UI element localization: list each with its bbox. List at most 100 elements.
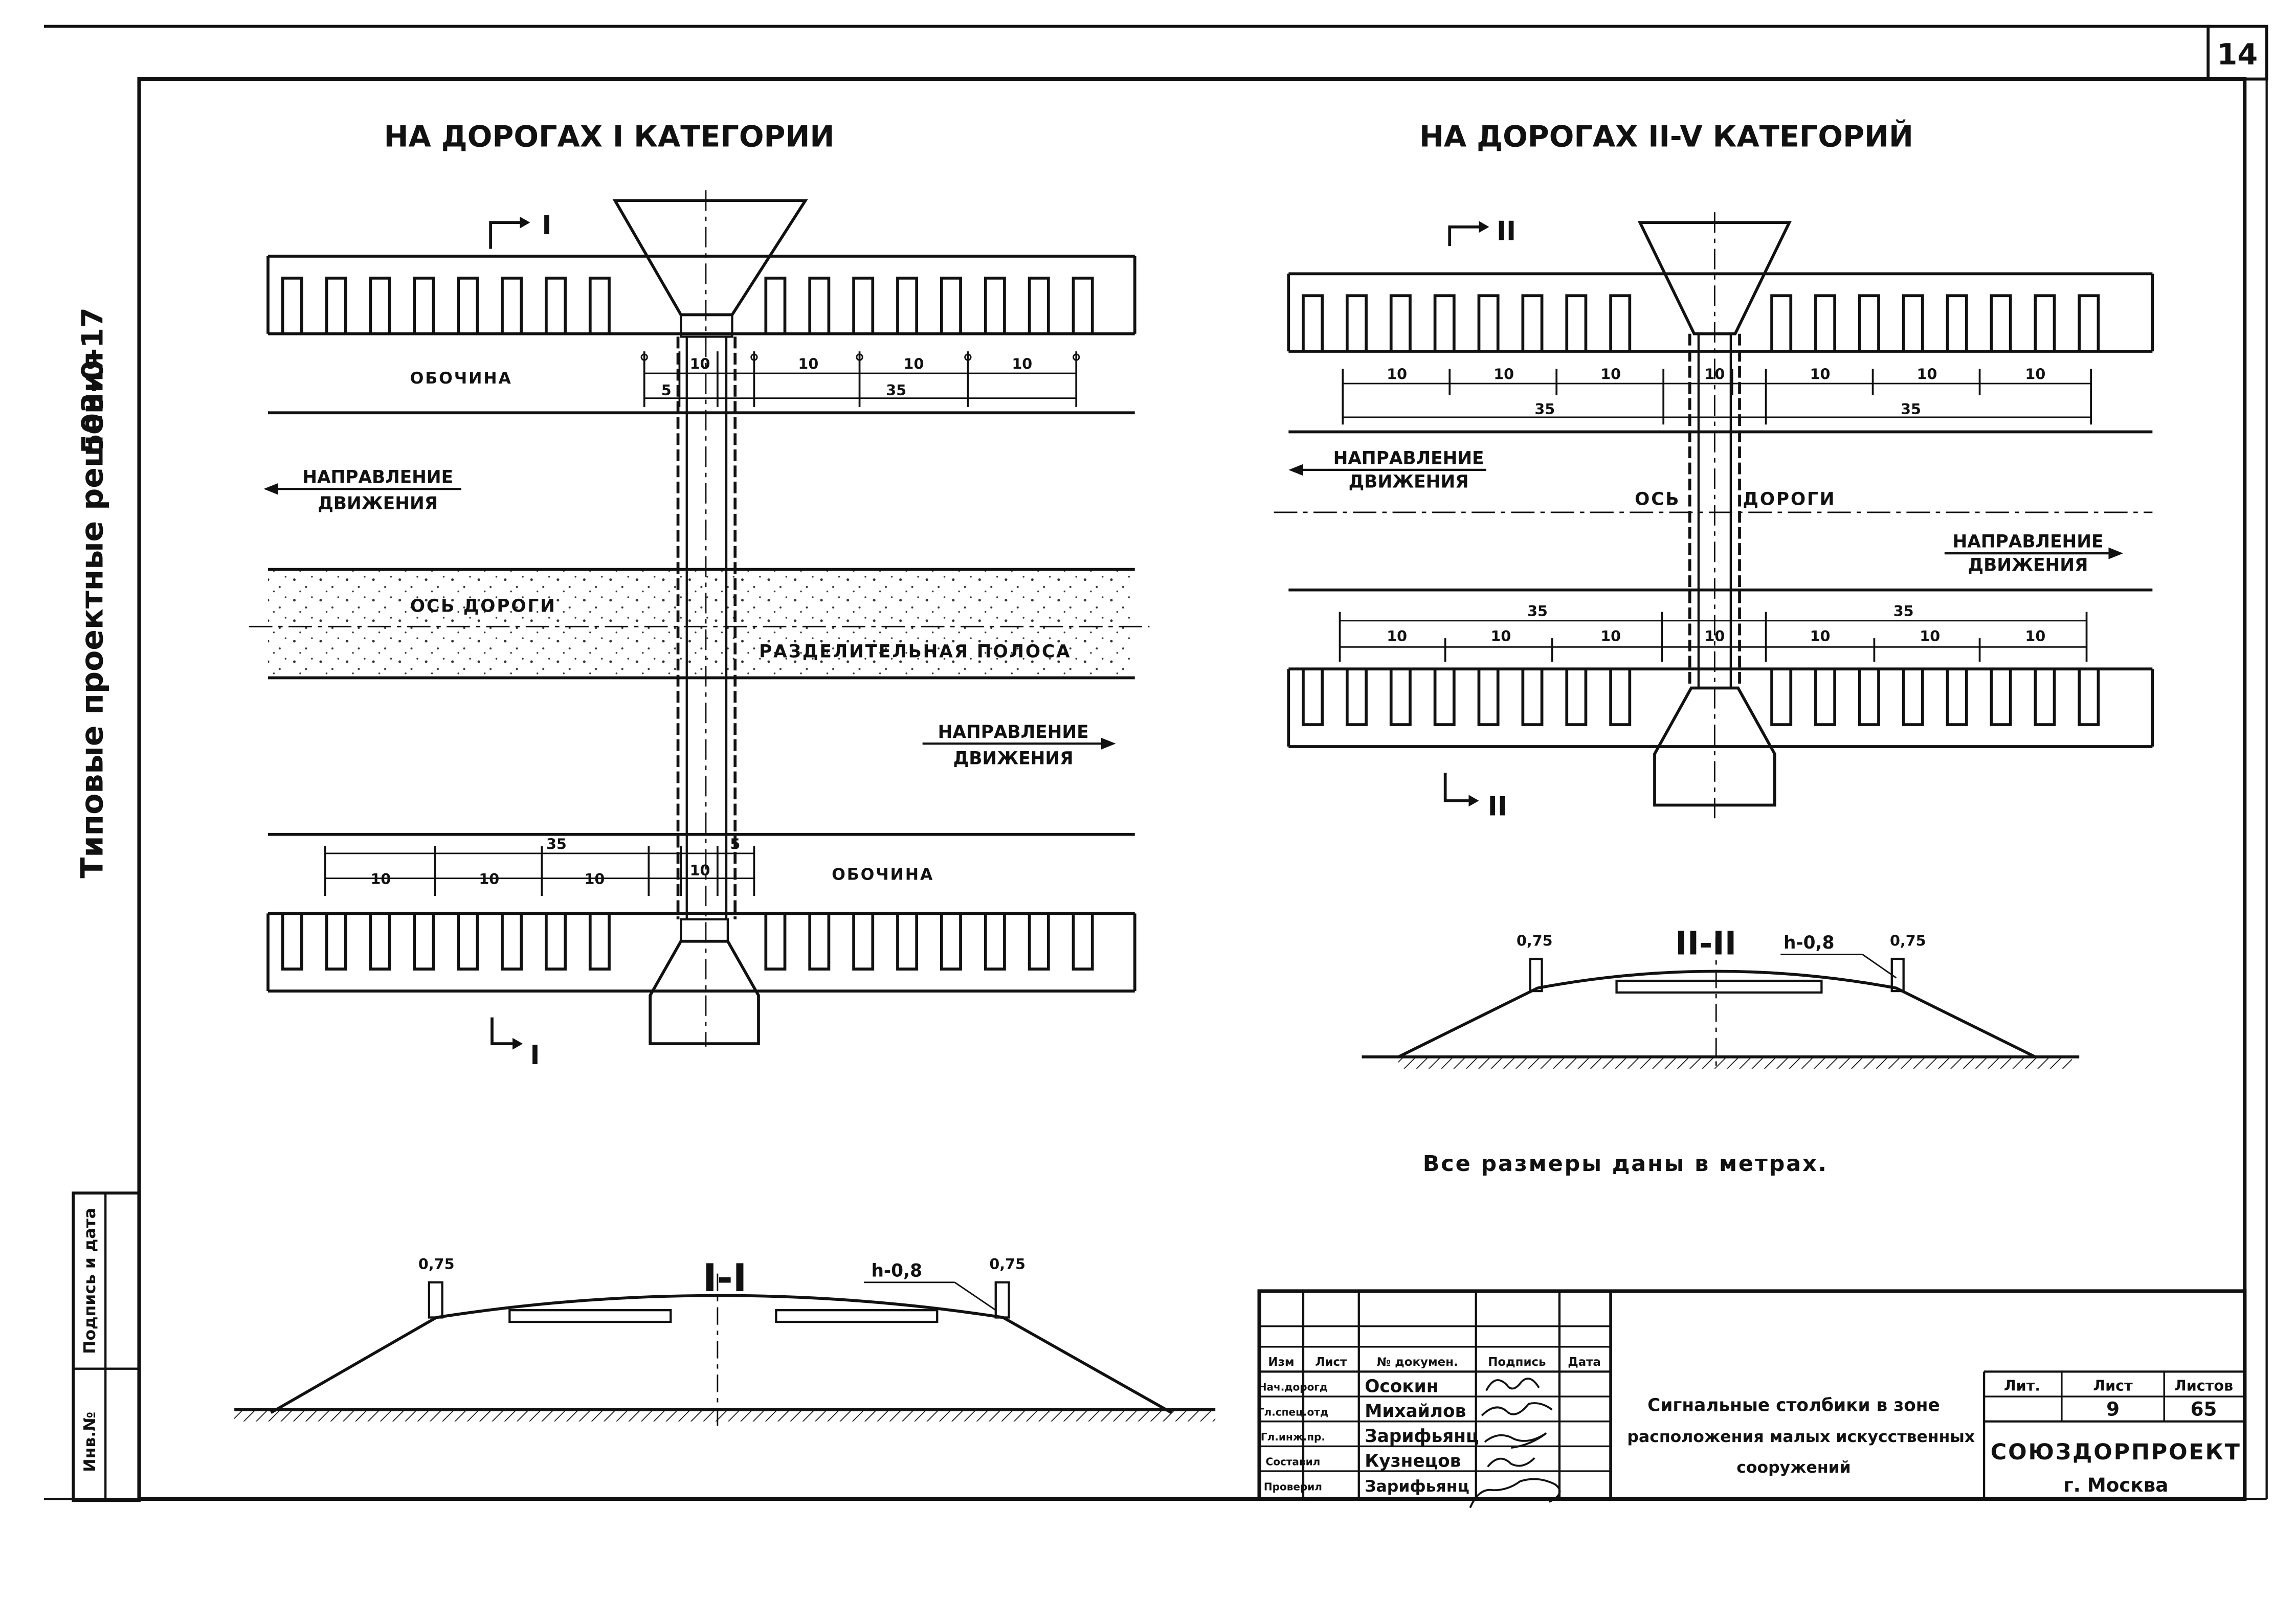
svg-text:НАПРАВЛЕНИЕ: НАПРАВЛЕНИЕ: [1333, 448, 1484, 468]
cross-section-2-title: II-II: [1675, 925, 1736, 962]
svg-text:10: 10: [1493, 365, 1514, 382]
svg-text:10: 10: [479, 870, 499, 888]
svg-text:10: 10: [1810, 365, 1831, 382]
dimension-line-top-2: 10 10 10 10 10 10 10 35 35: [1342, 365, 2092, 425]
top-fence: [266, 255, 1136, 335]
dimension-line-bottom-2: 35 35 10 10 10 10 10 10 10: [1339, 602, 2088, 662]
svg-text:НАПРАВЛЕНИЕ: НАПРАВЛЕНИЕ: [302, 467, 453, 488]
svg-text:10: 10: [1917, 365, 1937, 382]
svg-text:II: II: [1497, 216, 1516, 246]
signatures: [1469, 1378, 1561, 1508]
svg-text:10: 10: [798, 355, 818, 372]
traffic-direction-left: НАПРАВЛЕНИЕ ДВИЖЕНИЯ: [263, 467, 461, 514]
shoulder-label-bottom: ОБОЧИНА: [832, 866, 934, 884]
svg-text:10: 10: [1920, 627, 1940, 645]
svg-text:Михайлов: Михайлов: [1365, 1401, 1466, 1422]
svg-text:Кузнецов: Кузнецов: [1365, 1451, 1461, 1471]
dimension-line-bottom: 35 5 10 10 10 10: [324, 835, 755, 896]
svg-text:Проверил: Проверил: [1264, 1480, 1322, 1493]
svg-text:10: 10: [1810, 627, 1831, 645]
svg-text:ДВИЖЕНИЯ: ДВИЖЕНИЯ: [953, 748, 1074, 769]
svg-text:I: I: [530, 1040, 540, 1071]
svg-text:10: 10: [690, 862, 710, 879]
series-title: Типовые проектные решения: [74, 351, 110, 878]
svg-text:10: 10: [1704, 627, 1725, 645]
svg-text:НАПРАВЛЕНИЕ: НАПРАВЛЕНИЕ: [1953, 532, 2104, 552]
svg-text:35: 35: [546, 835, 567, 852]
svg-text:Лит.: Лит.: [2004, 1377, 2040, 1394]
svg-text:Изм: Изм: [1268, 1356, 1294, 1369]
svg-text:10: 10: [1012, 355, 1032, 372]
section-mark-1-bottom: I: [491, 1017, 540, 1071]
svg-text:35: 35: [1893, 602, 1914, 620]
culvert-pipe-2: [1688, 333, 1741, 688]
organization: СОЮЗДОРПРОЕКТ: [1991, 1439, 2241, 1465]
drawing-title-line2: расположения малых искусственных: [1627, 1428, 1975, 1446]
svg-text:35: 35: [1901, 400, 1921, 418]
svg-text:10: 10: [584, 870, 605, 888]
side-title-block: Типовые проектные решения 503-0-17: [74, 307, 110, 878]
bottom-fence-2: [1287, 667, 2154, 748]
plan-category-1-title: НА ДОРОГАХ I КАТЕГОРИИ: [384, 119, 835, 153]
road-axis-word1: ОСЬ: [1635, 489, 1680, 510]
culvert-pipe: [676, 336, 737, 919]
svg-text:35: 35: [886, 381, 906, 399]
signal-post-left-2: [1529, 957, 1543, 993]
dimension-line-top: 10 10 10 10 5 35: [640, 351, 1080, 407]
shoulder-label-top: ОБОЧИНА: [410, 369, 512, 388]
svg-text:ДВИЖЕНИЯ: ДВИЖЕНИЯ: [1968, 555, 2088, 575]
svg-text:5: 5: [730, 835, 740, 852]
title-block: Изм Лист № докумен. Подпись Дата Нач.дор…: [1257, 1289, 2247, 1508]
svg-text:0,75: 0,75: [1890, 932, 1926, 949]
svg-text:Составил: Составил: [1266, 1456, 1321, 1468]
svg-text:10: 10: [904, 355, 924, 372]
svg-text:10: 10: [1704, 365, 1725, 382]
sheets-total: 65: [2191, 1398, 2217, 1420]
svg-text:Подпись: Подпись: [1488, 1356, 1546, 1369]
svg-text:II: II: [1488, 792, 1507, 822]
series-code: 503-0-17: [75, 307, 109, 454]
cross-section-2: II-II 0,75 0,75 h-0,8: [1362, 925, 2080, 1069]
sheet-frame: 14: [43, 25, 2268, 1501]
svg-text:10: 10: [1387, 365, 1407, 382]
signal-post-right-1: [994, 1281, 1010, 1319]
page-number: 14: [2217, 37, 2258, 72]
plan-category-2-5: НА ДОРОГАХ II-V КАТЕГОРИЙ II 10 10 10 10…: [1274, 119, 2154, 822]
traffic-direction-right: НАПРАВЛЕНИЕ ДВИЖЕНИЯ: [922, 722, 1116, 769]
cross-section-1: I-I 0,75 0,75 h-0,8: [234, 1255, 1216, 1428]
section-mark-1-top: I: [489, 210, 551, 249]
bottom-fence: [266, 912, 1136, 993]
svg-text:10: 10: [1600, 627, 1621, 645]
svg-text:Зарифьянц: Зарифьянц: [1365, 1426, 1479, 1447]
svg-text:Гл.спец.отд: Гл.спец.отд: [1258, 1406, 1328, 1418]
signal-post-left-1: [428, 1281, 443, 1319]
svg-text:10: 10: [1600, 365, 1621, 382]
road-axis-label: ОСЬ ДОРОГИ: [410, 596, 556, 617]
section-mark-2-top: II: [1448, 216, 1516, 246]
svg-text:Гл.инж.пр.: Гл.инж.пр.: [1261, 1431, 1325, 1443]
svg-text:35: 35: [1527, 602, 1548, 620]
stamp-signature-date: Подпись и дата: [81, 1208, 99, 1354]
svg-text:Лист: Лист: [1315, 1356, 1347, 1369]
svg-text:НАПРАВЛЕНИЕ: НАПРАВЛЕНИЕ: [938, 722, 1089, 742]
svg-text:10: 10: [1491, 627, 1511, 645]
svg-text:10: 10: [370, 870, 391, 888]
svg-text:0,75: 0,75: [989, 1255, 1026, 1273]
median-strip: ОСЬ ДОРОГИ РАЗДЕЛИТЕЛЬНАЯ ПОЛОСА: [249, 568, 1150, 680]
cross-section-1-title: I-I: [703, 1256, 747, 1300]
sheet-number: 9: [2106, 1398, 2120, 1420]
svg-text:Лист: Лист: [2093, 1377, 2133, 1394]
road-axis-word2: ДОРОГИ: [1743, 489, 1836, 510]
svg-text:Нач.дорогд: Нач.дорогд: [1258, 1381, 1328, 1393]
section-mark-2-bottom: II: [1443, 773, 1507, 822]
culvert-headwall-top-2: [1637, 221, 1792, 335]
traffic-direction-right-2: НАПРАВЛЕНИЕ ДВИЖЕНИЯ: [1944, 532, 2124, 575]
svg-text:№ докумен.: № докумен.: [1377, 1356, 1458, 1369]
city: г. Москва: [2063, 1474, 2168, 1496]
traffic-direction-left-2: НАПРАВЛЕНИЕ ДВИЖЕНИЯ: [1288, 448, 1486, 492]
dimensions-note: Все размеры даны в метрах.: [1423, 1151, 1828, 1177]
median-strip-label: РАЗДЕЛИТЕЛЬНАЯ ПОЛОСА: [759, 641, 1071, 662]
top-fence-2: [1287, 272, 2154, 353]
svg-text:10: 10: [1387, 627, 1407, 645]
